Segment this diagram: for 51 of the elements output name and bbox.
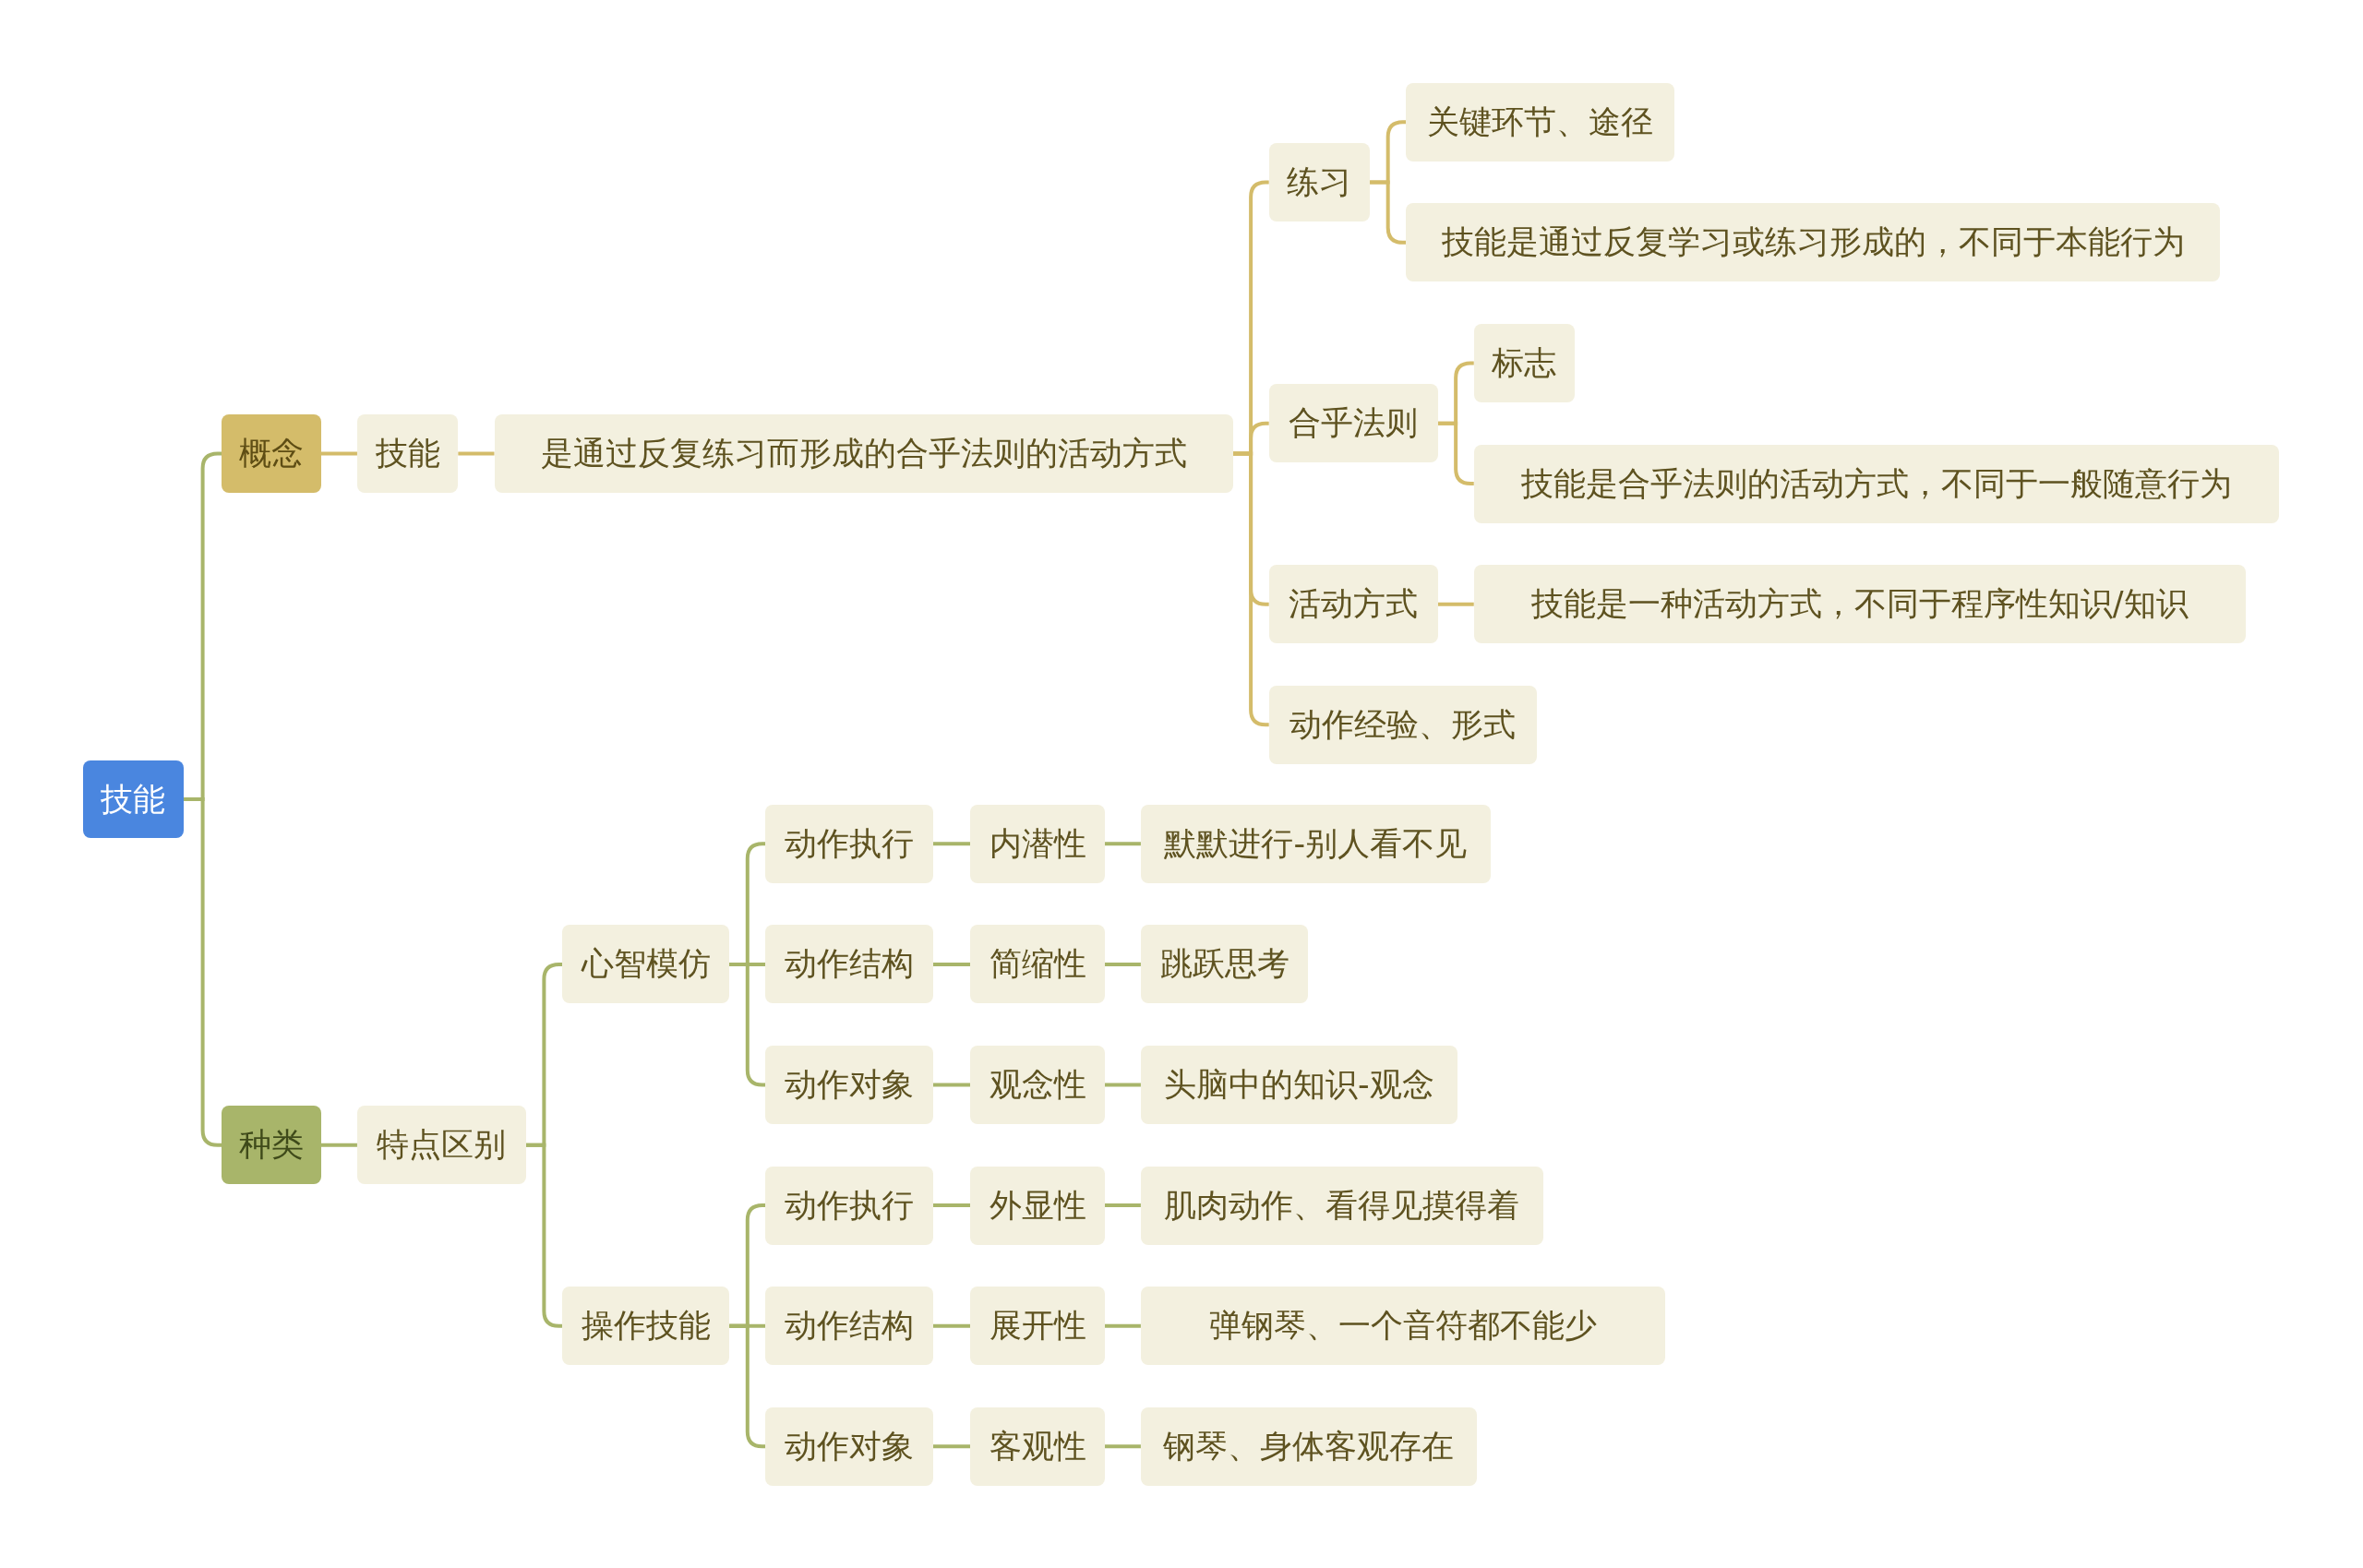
connector-line <box>932 842 971 846</box>
topic-box: 跳跃思考 <box>1140 925 1309 1004</box>
topic-box: 观念性 <box>970 1046 1105 1124</box>
topic-box: 默默进行-别人看不见 <box>1140 804 1491 883</box>
topic-box: 标志 <box>1473 324 1576 402</box>
connector-line <box>458 451 495 456</box>
connector-line <box>1104 1083 1141 1087</box>
topic-box: 概念 <box>222 413 321 493</box>
connector-line <box>932 1083 971 1087</box>
topic-box: 活动方式 <box>1268 565 1438 644</box>
topic-box: 动作对象 <box>765 1046 933 1124</box>
topic-box: 头脑中的知识-观念 <box>1140 1046 1457 1124</box>
connector-line <box>932 1444 971 1449</box>
connector-line <box>1104 1203 1141 1208</box>
topic-box: 技能 <box>356 413 459 493</box>
topic-box: 钢琴、身体客观存在 <box>1140 1406 1477 1486</box>
topic-box: 关键环节、途径 <box>1406 82 1674 162</box>
topic-box: 是通过反复练习而形成的合乎法则的活动方式 <box>494 413 1233 493</box>
connector-line <box>320 1143 357 1147</box>
connector-line <box>1104 1323 1141 1328</box>
connector-line <box>932 1203 971 1208</box>
topic-box: 动作执行 <box>765 1166 933 1245</box>
topic-box: 简缩性 <box>970 925 1105 1004</box>
topic-box: 展开性 <box>970 1287 1105 1366</box>
connector-line <box>932 962 971 966</box>
connector-line <box>320 451 357 456</box>
connector-line <box>1437 602 1474 606</box>
topic-box: 技能是一种活动方式，不同于程序性知识/知识 <box>1473 565 2246 644</box>
topic-box: 心智模仿 <box>561 925 730 1004</box>
topic-box: 弹钢琴、一个音符都不能少 <box>1140 1287 1666 1366</box>
topic-box: 种类 <box>222 1106 321 1185</box>
topic-box: 动作经验、形式 <box>1268 685 1538 764</box>
connector-line <box>932 1323 971 1328</box>
topic-box: 动作结构 <box>765 925 933 1004</box>
connector-line <box>1104 962 1141 966</box>
topic-box: 特点区别 <box>356 1106 526 1185</box>
connector-line <box>1104 842 1141 846</box>
connector-line <box>1104 1444 1141 1449</box>
topic-box: 动作执行 <box>765 804 933 883</box>
topic-box: 操作技能 <box>561 1287 730 1366</box>
topic-box: 动作结构 <box>765 1287 933 1366</box>
topic-box: 合乎法则 <box>1268 384 1438 463</box>
topic-box: 客观性 <box>970 1406 1105 1486</box>
topic-box: 练习 <box>1268 143 1371 221</box>
topic-box: 外显性 <box>970 1166 1105 1245</box>
topic-box: 内潜性 <box>970 804 1105 883</box>
topic-box: 肌肉动作、看得见摸得着 <box>1140 1166 1543 1245</box>
topic-box: 动作对象 <box>765 1406 933 1486</box>
central-topic-box: 技能 <box>82 760 185 838</box>
topic-box: 技能是合乎法则的活动方式，不同于一般随意行为 <box>1473 444 2279 523</box>
topic-box: 技能是通过反复学习或练习形成的，不同于本能行为 <box>1406 203 2220 282</box>
